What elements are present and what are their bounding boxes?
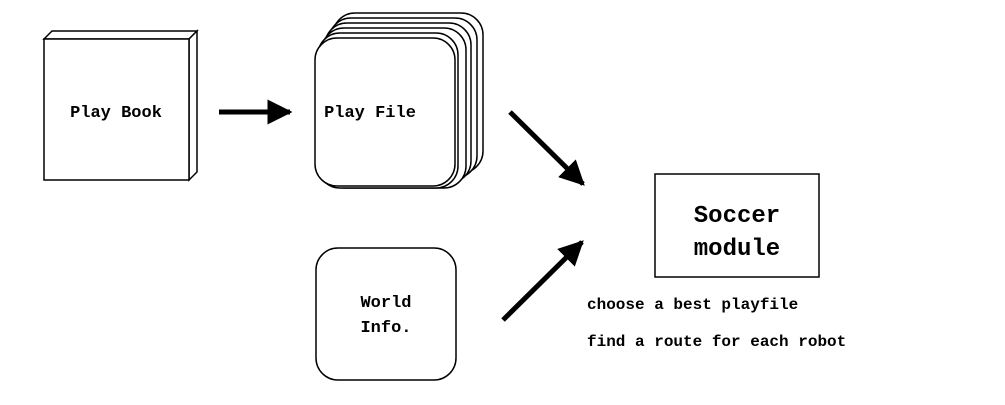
world-info-label-line1: World (360, 294, 411, 313)
arrow-playfile-to-soccer (508, 110, 585, 186)
soccer-module-box: Soccer module (654, 173, 820, 278)
play-book-label: Play Book (70, 104, 162, 123)
arrow-worldinfo-to-soccer (501, 240, 584, 322)
world-info-label-line2: Info. (360, 319, 411, 338)
play-book-box: Play Book (42, 29, 199, 182)
soccer-module-label-line1: Soccer (694, 203, 780, 230)
note-find-route: find a route for each robot (587, 333, 846, 351)
soccer-module-label-line2: module (694, 236, 780, 263)
world-info-box: World Info. (315, 247, 457, 381)
play-file-label: Play File (324, 104, 416, 123)
note-choose-playfile: choose a best playfile (587, 296, 798, 314)
play-file-stack: Play File (314, 12, 484, 189)
